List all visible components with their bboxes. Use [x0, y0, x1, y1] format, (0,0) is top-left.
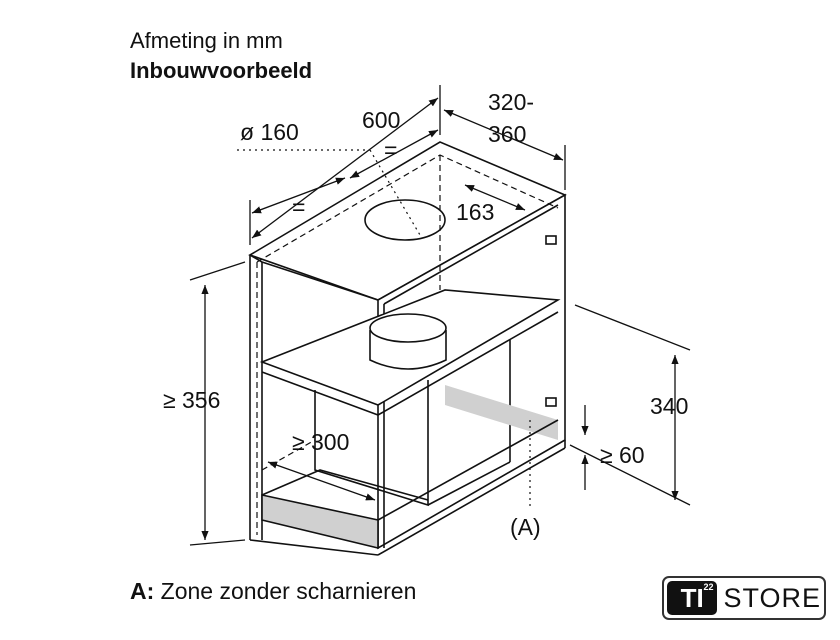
logo-sup: 22 [703, 582, 714, 592]
width-label: 600 [362, 107, 400, 133]
dimension-unit-caption: Afmeting in mm [130, 28, 283, 53]
diameter-label: ø 160 [240, 119, 299, 145]
legend-key: A: [130, 578, 155, 604]
depth-label-top: 320- [488, 89, 534, 115]
equal-label-b: = [292, 194, 305, 220]
height-label: ≥ 356 [163, 387, 220, 413]
zone-marker-label: (A) [510, 514, 541, 540]
depth-label-bottom: 360 [488, 121, 526, 147]
legend-text: Zone zonder scharnieren [154, 578, 417, 604]
logo-store: STORE [723, 582, 821, 613]
legend: A: Zone zonder scharnieren [130, 578, 416, 605]
height-right-label: 340 [650, 393, 688, 419]
inner-width-label: ≥ 300 [292, 429, 349, 455]
offset-label: 163 [456, 199, 494, 225]
equal-label-a: = [384, 137, 397, 163]
logo-ti: TI [680, 582, 704, 613]
min-gap-label: ≥ 60 [600, 442, 645, 468]
diagram-title: Inbouwvoorbeeld [130, 58, 313, 83]
dimension-lines [189, 85, 691, 546]
